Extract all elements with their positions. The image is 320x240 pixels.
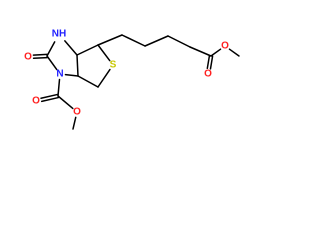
- bond-Cc-Oc1: [40, 93, 60, 103]
- bond-Cf-Of1: [206, 54, 214, 70]
- atom-label-oc2: O: [73, 107, 81, 118]
- bond-N3-C2: [46, 41, 56, 57]
- chemical-structure-diagram: NH O N S O O O O: [24, 29, 240, 130]
- atom-label-s: S: [110, 60, 117, 71]
- bonds-layer: [32, 34, 240, 130]
- bond-Ca-Cb: [121, 34, 146, 47]
- bond-N1-Cc: [57, 78, 61, 97]
- bond-C2-O2: [32, 53, 48, 60]
- bond-C4-Ca: [97, 34, 123, 46]
- bond-N1-C6a: [64, 73, 79, 77]
- bond-Of2-Me2: [228, 48, 240, 57]
- bond-Ce-Cf: [189, 46, 212, 57]
- atom-label-of2: O: [221, 41, 229, 52]
- atom-label-n1: N: [56, 69, 63, 80]
- bond-Cb-Cd: [144, 35, 169, 47]
- atom-label-o2: O: [24, 52, 32, 63]
- atom-label-of1: O: [204, 69, 212, 80]
- atom-labels-layer: NH O N S O O O O: [24, 29, 229, 118]
- bond-C3a-C4: [76, 44, 99, 56]
- bond-C2-N1: [46, 55, 58, 71]
- bond-Oc2-Me1: [72, 116, 77, 130]
- bond-C6a-C3a: [76, 54, 79, 77]
- bond-C4-S: [97, 44, 111, 62]
- bond-Cf-Of2: [210, 48, 222, 57]
- atom-label-n3: NH: [52, 29, 66, 40]
- bond-C6-C6a: [77, 75, 99, 88]
- bond-Cd-Ce: [167, 35, 191, 48]
- bond-S-C6: [97, 68, 111, 88]
- bond-C3a-N3: [64, 40, 78, 56]
- bond-Cc-Oc2: [57, 95, 74, 110]
- atom-label-oc1: O: [32, 96, 40, 107]
